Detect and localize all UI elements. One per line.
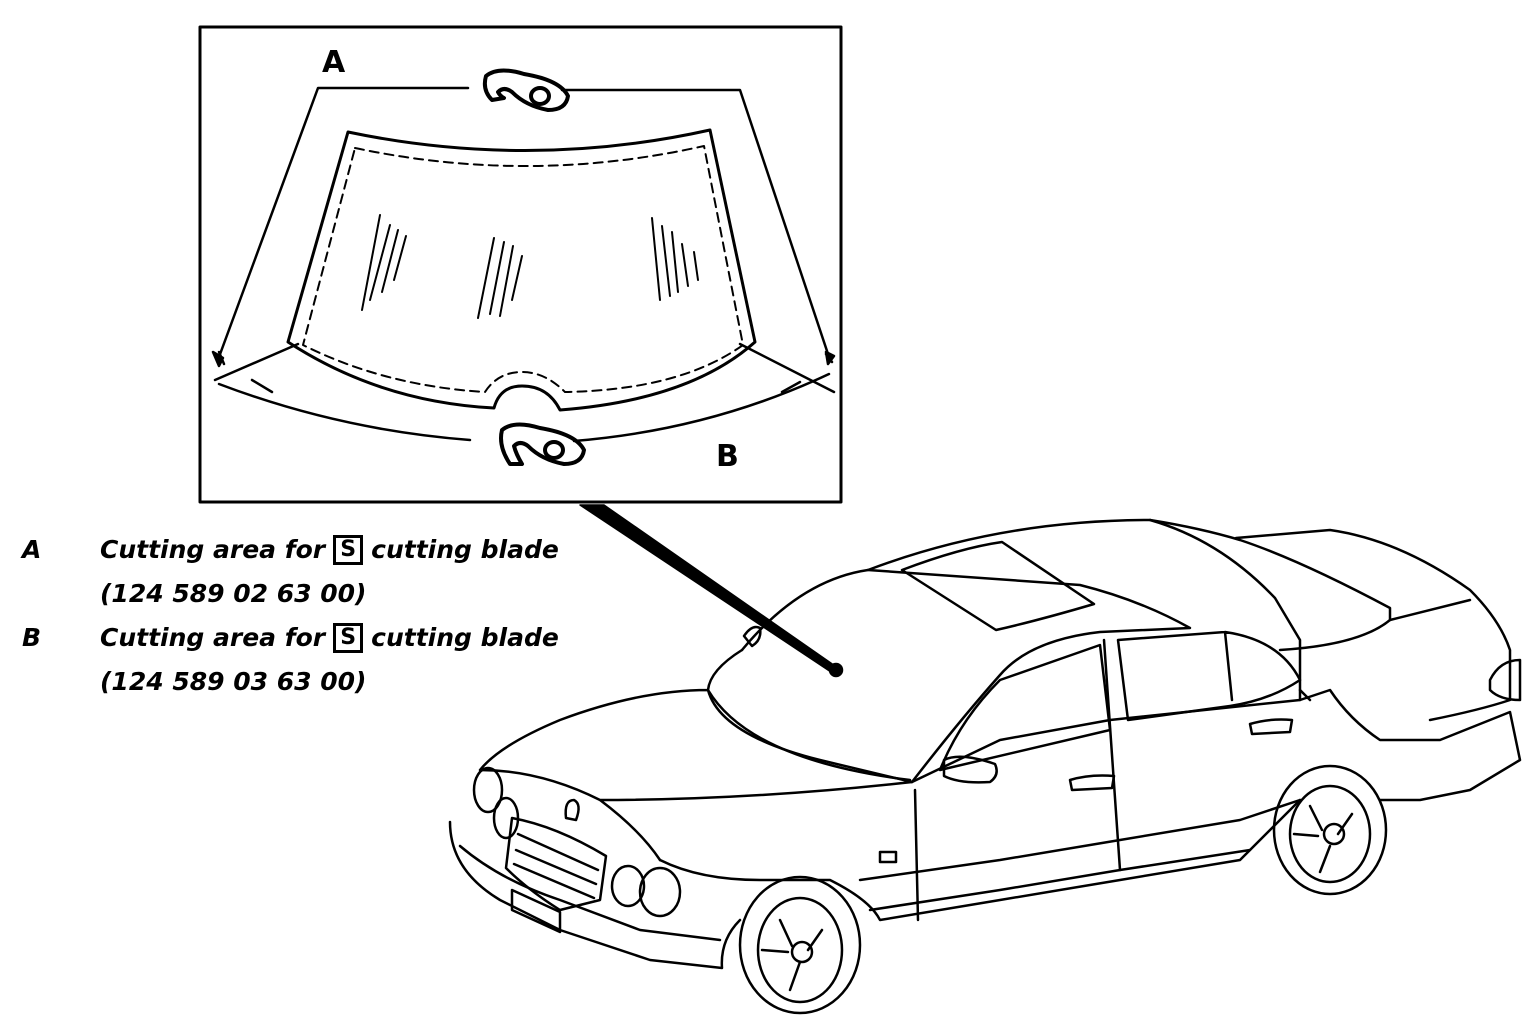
car-roof bbox=[740, 518, 1302, 702]
legend-letter: A bbox=[22, 535, 42, 564]
car-side-marker bbox=[878, 850, 898, 864]
car-hood bbox=[478, 688, 914, 862]
legend-text: cutting blade bbox=[371, 623, 559, 652]
arrowhead-left bbox=[211, 350, 225, 368]
legend-letter: B bbox=[22, 623, 42, 652]
callout-label-b: B bbox=[716, 439, 739, 474]
car-door-handle-rear bbox=[1248, 718, 1294, 736]
special-tool-icon: S bbox=[333, 535, 364, 565]
car-rear-window bbox=[1148, 518, 1392, 652]
car-grille bbox=[504, 816, 608, 912]
cutting-blade-icon bbox=[482, 68, 570, 112]
part-number: (124 589 02 63 00) bbox=[100, 579, 367, 608]
cutting-area-b-outline bbox=[217, 372, 831, 443]
legend-item-b: B Cutting area for S cutting blade (124 … bbox=[22, 616, 559, 704]
car-rear-wheel bbox=[1272, 764, 1388, 896]
car-headlight bbox=[610, 864, 646, 908]
car-beltline bbox=[858, 798, 1302, 912]
callout-label-a: A bbox=[322, 45, 346, 80]
legend: A Cutting area for S cutting blade (124 … bbox=[22, 528, 559, 704]
car-illustration bbox=[448, 518, 1522, 1015]
car-side-windows bbox=[938, 630, 1302, 772]
special-tool-icon: S bbox=[333, 623, 364, 653]
inset-frame bbox=[198, 25, 843, 504]
cutting-area-a-outline bbox=[217, 86, 831, 359]
car-side-body bbox=[658, 688, 1522, 922]
car-front-wheel bbox=[738, 875, 862, 1015]
car-tail-light bbox=[1488, 658, 1522, 702]
legend-item-a: A Cutting area for S cutting blade (124 … bbox=[22, 528, 559, 616]
legend-text: Cutting area for bbox=[100, 535, 326, 564]
car-headlight bbox=[638, 866, 682, 918]
car-front-bumper bbox=[448, 820, 742, 970]
part-number: (124 589 03 63 00) bbox=[100, 667, 367, 696]
leader-dot bbox=[828, 662, 844, 678]
cutting-blade-icon bbox=[499, 422, 586, 466]
legend-text: Cutting area for bbox=[100, 623, 326, 652]
windshield-inner-line bbox=[302, 145, 744, 393]
car-door-handle-front bbox=[1068, 774, 1116, 792]
legend-text: cutting blade bbox=[371, 535, 559, 564]
detail-inset: A B bbox=[198, 25, 843, 504]
car-door-lines bbox=[913, 638, 1312, 922]
glass-reflections bbox=[361, 214, 699, 319]
corner-arrow-right bbox=[738, 342, 836, 394]
car-antenna-stub bbox=[742, 625, 762, 648]
car-mirror bbox=[942, 755, 998, 784]
windshield-glass bbox=[286, 128, 757, 412]
car-headlight bbox=[492, 796, 520, 840]
corner-arrow-left bbox=[213, 342, 300, 394]
car-trunk bbox=[1234, 528, 1512, 722]
leader-line bbox=[579, 504, 839, 675]
car-hood-emblem bbox=[564, 798, 580, 822]
arrowhead-right bbox=[824, 350, 836, 366]
car-sunroof bbox=[900, 540, 1096, 632]
car-headlight bbox=[472, 766, 504, 814]
